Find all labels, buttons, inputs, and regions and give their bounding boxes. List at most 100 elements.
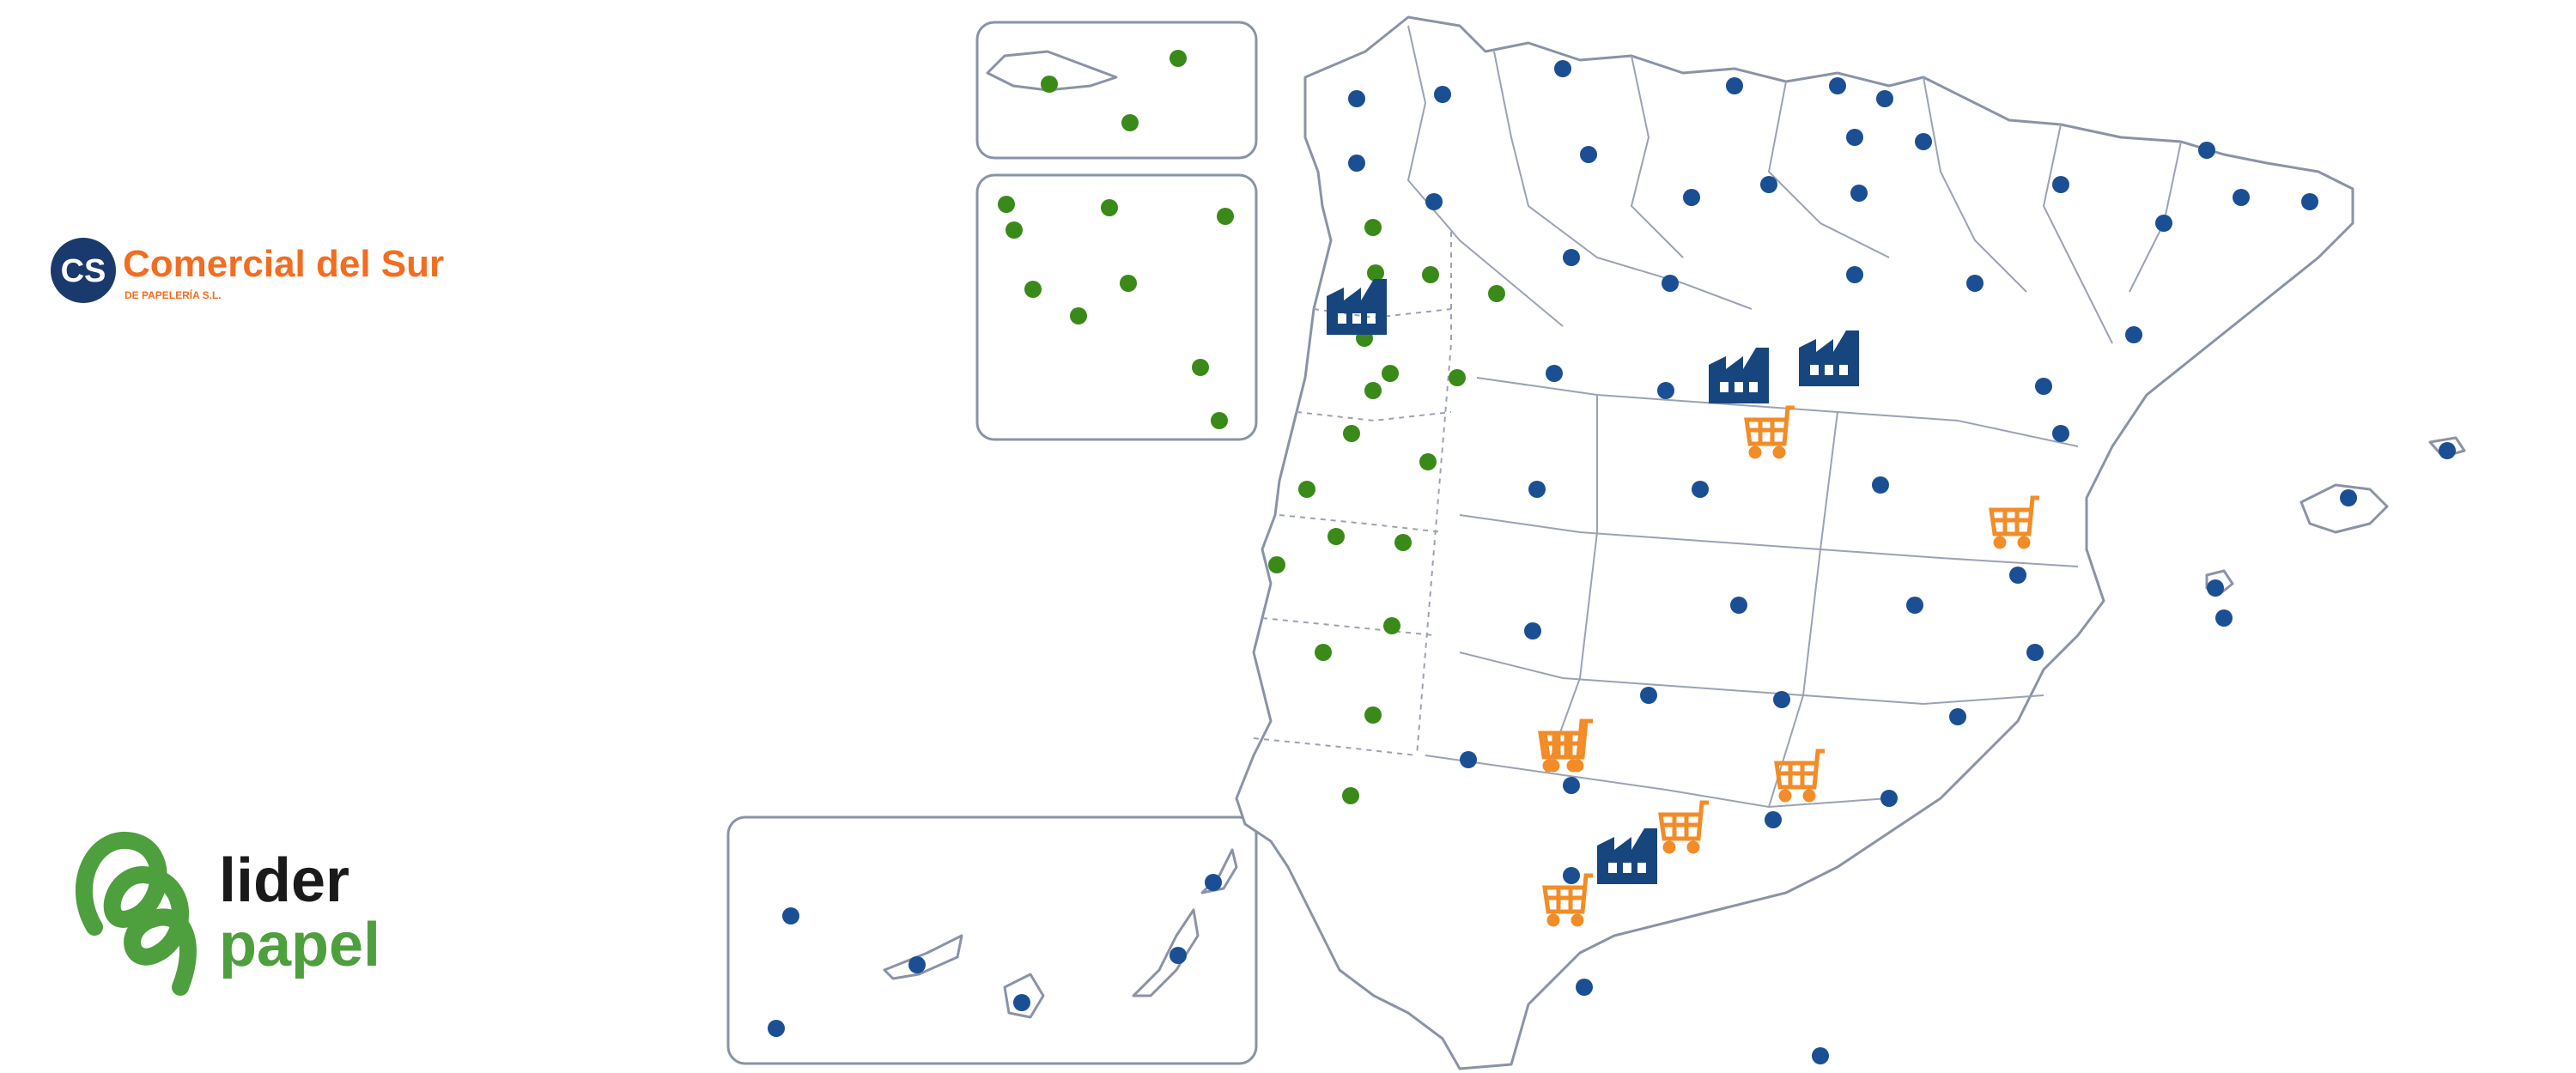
blue-dot-marker: [1662, 275, 1679, 292]
blue-dot-marker: [1726, 77, 1743, 94]
green-dot-marker: [1070, 307, 1087, 324]
balearic-mallorca: [2300, 483, 2389, 534]
green-dot-marker: [1364, 219, 1382, 236]
lider-papel-logo: lider papel: [75, 831, 380, 996]
blue-dot-marker: [768, 1020, 785, 1037]
blue-dot-marker: [1915, 133, 1932, 150]
blue-dot-marker: [1880, 790, 1898, 807]
blue-dot-marker: [1460, 751, 1477, 768]
province-border: [1476, 377, 2079, 447]
province-border: [1459, 514, 2079, 567]
province-border: [1545, 395, 1598, 773]
shopping-cart-icon: [1744, 405, 1795, 459]
district-border: [1416, 232, 1452, 756]
blue-dot-marker: [1528, 481, 1546, 498]
green-dot-marker: [1217, 208, 1234, 225]
comercial-del-sur-logo: CS Comercial del Sur DE PAPELERÍA S.L.: [51, 238, 444, 303]
blue-dot-marker: [1563, 249, 1580, 266]
cs-monogram: CS: [61, 253, 106, 289]
blue-dot-marker: [2035, 378, 2052, 395]
green-dot-marker: [1383, 617, 1400, 634]
blue-dot-marker: [1765, 811, 1782, 828]
blue-dot-marker: [1760, 176, 1777, 193]
province-border: [1459, 652, 2044, 706]
district-border: [1279, 514, 1443, 533]
shopping-cart-markers: [1538, 405, 2039, 927]
inset-frames: [726, 21, 1258, 1065]
province-border: [1768, 411, 1838, 808]
green-dot-marker: [1488, 285, 1505, 302]
green-dot-marker: [1327, 528, 1345, 545]
blue-dot-marker: [1554, 60, 1571, 77]
blue-dot-marker: [1170, 947, 1187, 964]
province-border: [1425, 755, 1890, 809]
blue-dot-marker: [1576, 979, 1593, 996]
blue-dot-marker: [1949, 708, 1966, 725]
green-dot-marker: [1394, 534, 1412, 551]
blue-dot-marker: [1966, 275, 1984, 292]
madeira-island: [986, 50, 1118, 92]
blue-dot-marker: [2026, 644, 2044, 661]
province-border: [1630, 55, 1684, 258]
blue-dot-marker: [2233, 189, 2250, 206]
blue-dot-marker: [1846, 266, 1863, 283]
blue-dot-marker: [2052, 176, 2069, 193]
blue-dot-marker: [1683, 189, 1700, 206]
green-dot-marker: [1298, 481, 1315, 498]
blue-dot-marker: [1580, 146, 1597, 163]
blue-dot-marker: [1348, 155, 1365, 172]
blue-markers: [768, 60, 2456, 1064]
green-dot-marker: [1170, 50, 1187, 67]
green-dot-marker: [1005, 221, 1023, 239]
blue-dot-marker: [1563, 867, 1580, 884]
blue-dot-marker: [1425, 193, 1443, 210]
blue-dot-marker: [2052, 425, 2069, 442]
blue-dot-marker: [1013, 994, 1030, 1011]
green-dot-marker: [1211, 412, 1228, 429]
factory-icon: [1799, 330, 1859, 386]
blue-dot-marker: [1692, 481, 1709, 498]
green-dot-marker: [998, 196, 1015, 213]
blue-dot-marker: [2439, 442, 2456, 459]
blue-dot-marker: [2340, 489, 2357, 506]
green-dot-marker: [1101, 199, 1118, 216]
blue-dot-marker: [1348, 90, 1365, 107]
azores-inset-frame: [975, 173, 1258, 441]
green-dot-marker: [1364, 382, 1382, 399]
blue-dot-marker: [1205, 874, 1222, 891]
factory-icon: [1597, 828, 1657, 884]
district-border: [1261, 617, 1435, 636]
green-dot-marker: [1342, 787, 1359, 804]
green-dot-marker: [1364, 706, 1382, 724]
cs-monogram-circle: [51, 238, 116, 303]
factory-markers: [1327, 279, 1859, 884]
shopping-cart-icon: [1774, 749, 1825, 803]
shopping-cart-icon: [1538, 718, 1589, 773]
blue-dot-marker: [1812, 1047, 1829, 1064]
green-dot-marker: [1419, 453, 1437, 470]
green-dot-marker: [1192, 359, 1209, 376]
province-border: [2042, 124, 2113, 344]
factory-icon: [1709, 348, 1769, 403]
cs-company-name: Comercial del Sur: [123, 243, 444, 285]
shopping-cart-icon: [1658, 800, 1709, 854]
blue-dot-marker: [1640, 687, 1657, 704]
province-border: [1923, 76, 2027, 293]
blue-dot-marker: [2215, 609, 2233, 627]
green-dot-marker: [1268, 556, 1285, 573]
green-markers: [998, 50, 1505, 804]
blue-dot-marker: [1906, 597, 1923, 614]
blue-dot-marker: [1524, 622, 1541, 640]
canary-tenerife: [883, 934, 963, 980]
district-border: [1253, 737, 1418, 756]
green-dot-marker: [1367, 264, 1384, 282]
green-dot-marker: [1343, 425, 1360, 442]
blue-dot-marker: [2301, 193, 2318, 210]
blue-dot-marker: [2009, 567, 2026, 584]
blue-dot-marker: [1546, 365, 1563, 382]
blue-dot-marker: [1846, 129, 1863, 146]
green-dot-marker: [1041, 76, 1058, 93]
blue-dot-marker: [1657, 382, 1674, 399]
blue-dot-marker: [1872, 476, 1889, 494]
